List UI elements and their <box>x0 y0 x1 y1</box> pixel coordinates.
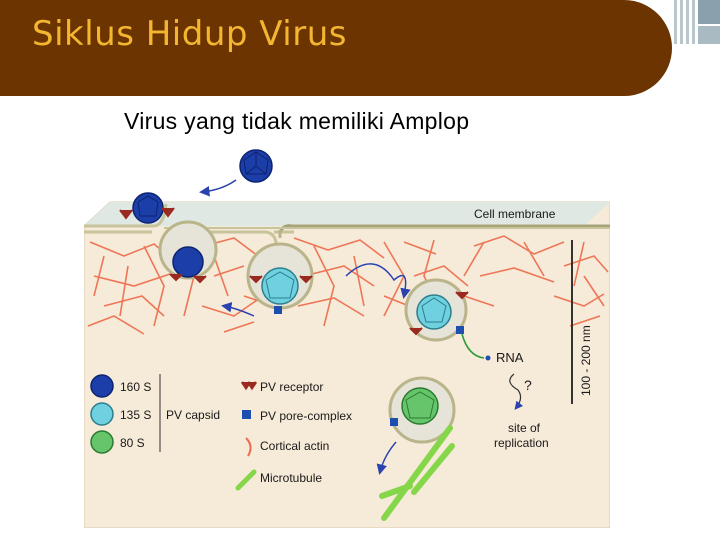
figure-svg: Cell membrane 100 - 200 nm <box>84 146 610 528</box>
legend-pore-complex: PV pore-complex <box>260 409 352 423</box>
question-label: ? <box>524 377 532 393</box>
corner-decoration <box>672 0 720 46</box>
corner-stripes <box>672 0 720 46</box>
legend-receptor: PV receptor <box>260 380 323 394</box>
legend-capsid-group: PV capsid <box>166 408 220 422</box>
legend-80s: 80 S <box>120 436 145 450</box>
membrane-label: Cell membrane <box>474 207 556 221</box>
site-label-2: replication <box>494 436 549 450</box>
legend-actin: Cortical actin <box>260 439 329 453</box>
virus-lifecycle-figure: Cell membrane 100 - 200 nm <box>84 146 610 528</box>
pore-complex-icon <box>242 410 251 419</box>
site-label-1: site of <box>508 421 541 435</box>
legend-160s: 160 S <box>120 380 151 394</box>
virus-outside <box>240 150 272 182</box>
scale-label: 100 - 200 nm <box>579 325 593 396</box>
slide-title: Siklus Hidup Virus <box>32 14 347 54</box>
legend-microtubule: Microtubule <box>260 471 322 485</box>
entry-arrow <box>202 180 236 192</box>
rna-label: RNA <box>496 350 524 365</box>
slide-subtitle: Virus yang tidak memiliki Amplop <box>124 108 469 135</box>
legend-135s: 135 S <box>120 408 151 422</box>
